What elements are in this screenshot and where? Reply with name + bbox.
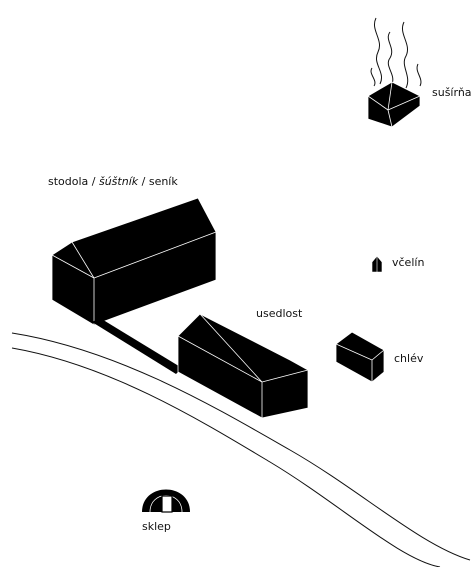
- road-edge-lower: [11, 347, 441, 567]
- label-chlev: chlév: [394, 352, 424, 365]
- drying-house: [367, 81, 421, 128]
- road-edge-upper: [11, 332, 471, 561]
- connecting-wall: [92, 318, 182, 374]
- label-sklep: sklep: [142, 520, 171, 533]
- barn: [51, 197, 217, 326]
- label-sustnik: šúštník: [98, 175, 139, 188]
- smoke-icon: [370, 17, 422, 89]
- cellar-icon: [142, 489, 190, 513]
- label-stodola: stodola / šúštník / seník: [48, 175, 178, 188]
- beehive-icon: [371, 255, 383, 273]
- label-vcelin: včelín: [392, 256, 425, 269]
- label-susirna: sušírňa: [432, 86, 472, 99]
- homestead: [177, 313, 309, 419]
- label-usedlost: usedlost: [256, 307, 303, 320]
- road: [11, 332, 471, 567]
- label-stodola-prefix: stodola /: [48, 175, 99, 188]
- label-stodola-suffix: / seník: [138, 175, 178, 188]
- cowshed: [335, 331, 385, 383]
